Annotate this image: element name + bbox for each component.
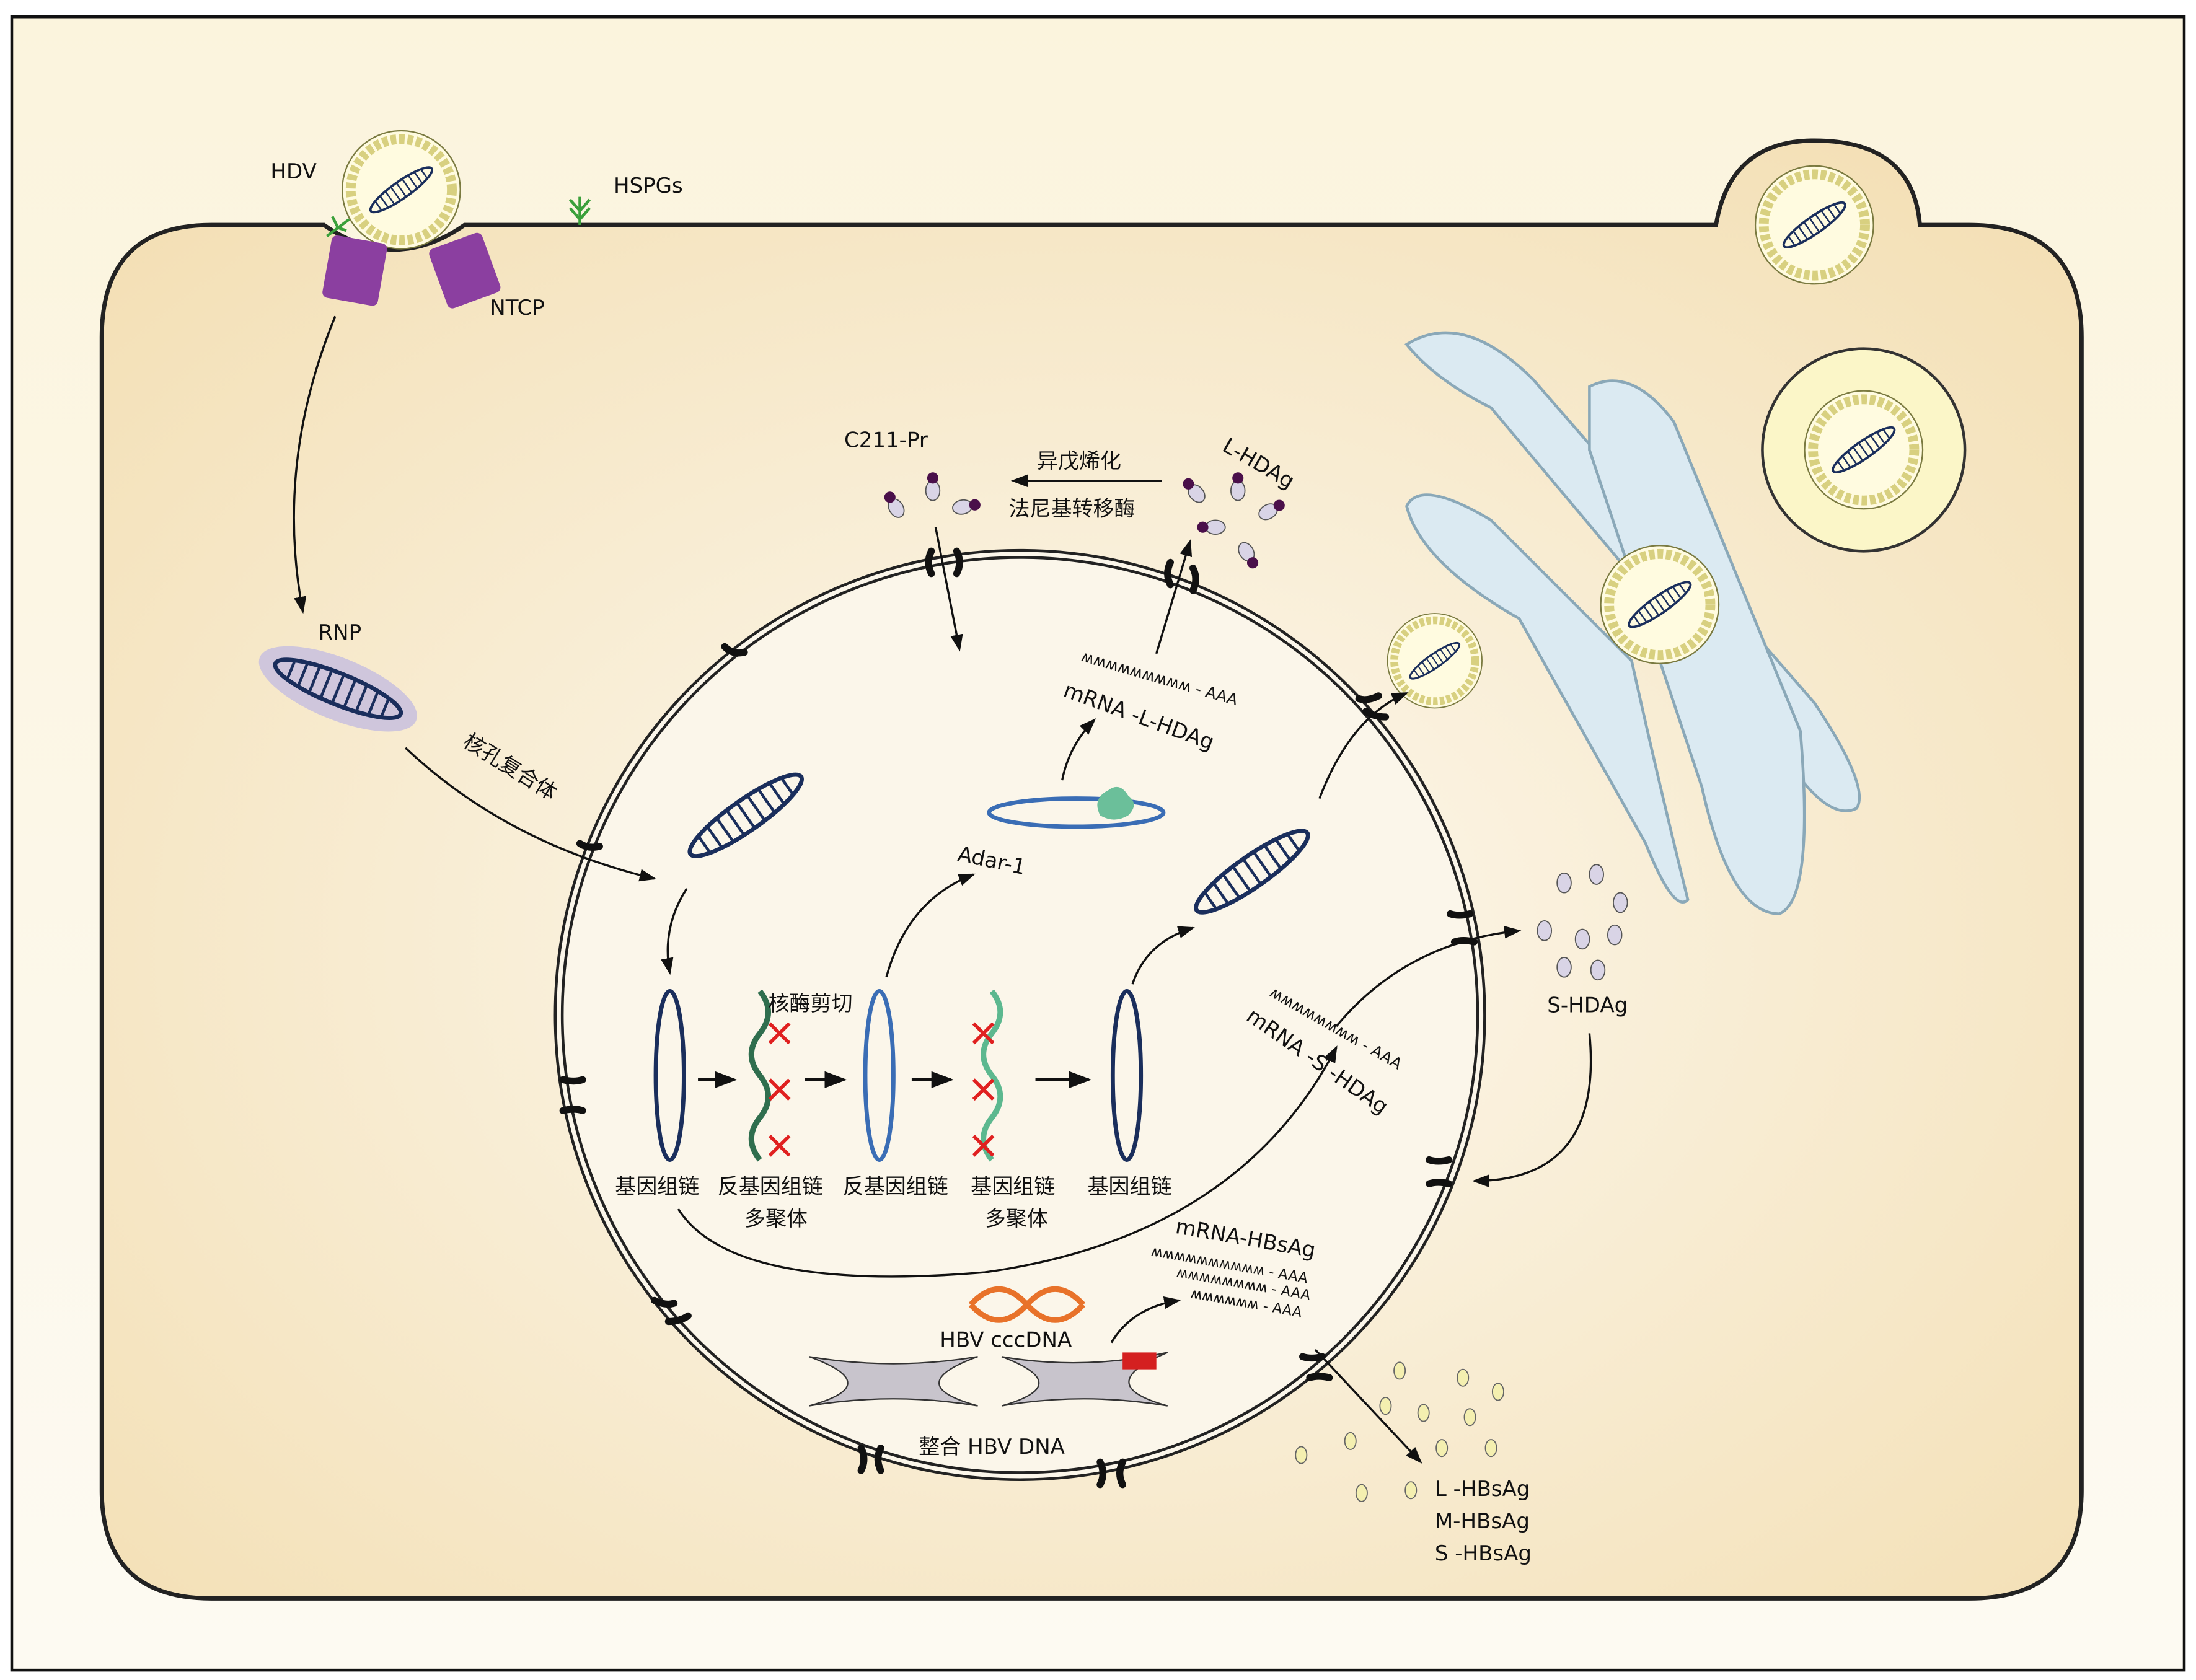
hdv-virion-entry [342,131,461,249]
s-hbsag-label: S -HBsAg [1435,1541,1532,1566]
hdv-label: HDV [270,159,316,184]
antigenome-multimer-label: 反基因组链 [718,1174,823,1199]
ribozyme-cleavage-label: 核酶剪切 [769,992,853,1016]
l-hbsag-label: L -HBsAg [1435,1477,1530,1502]
rnp-complex [258,646,417,732]
hbv-cccdna-icon [968,1286,1086,1323]
farnesyltransferase-label: 法尼基转移酶 [1008,497,1135,522]
s-hdag-proteins [1537,864,1628,981]
hbv-cccdna-label: HBV cccDNA [940,1327,1072,1352]
hdv-virion-budding [1755,166,1874,284]
hdv-virion-released [1761,347,1967,553]
rnp-label: RNP [319,620,362,645]
ntcp-receptor [322,232,501,309]
hspgs-label: HSPGs [614,174,683,198]
c211-pr-label: C211-Pr [844,428,928,452]
hbsag-particles [1295,1361,1504,1502]
hdv-virion-assembly-er [1601,545,1719,664]
nuclear-pores [559,547,1478,1489]
rolling-circle-replication [653,988,1144,1163]
adar-1-enzyme [1097,786,1134,820]
antigenome-editing [987,796,1166,829]
genome-multimer-label-2: 多聚体 [985,1207,1048,1231]
prenylation-label: 异戊烯化 [1037,449,1121,473]
m-hbsag-label: M-HBsAg [1435,1509,1530,1534]
hspgs-icon [325,196,591,237]
chromosome-icons [808,1352,1168,1407]
pathway-arrows [293,315,1592,1464]
hdv-virion-assembling [1388,614,1482,708]
s-hdag-label: S-HDAg [1547,993,1628,1018]
integrated-hbv-dna-label: 整合 HBV DNA [919,1435,1065,1459]
genome-label-1: 基因组链 [615,1174,699,1199]
ntcp-label: NTCP [490,296,545,320]
genome-multimer-label: 基因组链 [971,1174,1055,1199]
antigenome-multimer-label-2: 多聚体 [744,1207,808,1231]
antigenome-label: 反基因组链 [843,1174,948,1199]
genome-label-2: 基因组链 [1087,1174,1171,1199]
